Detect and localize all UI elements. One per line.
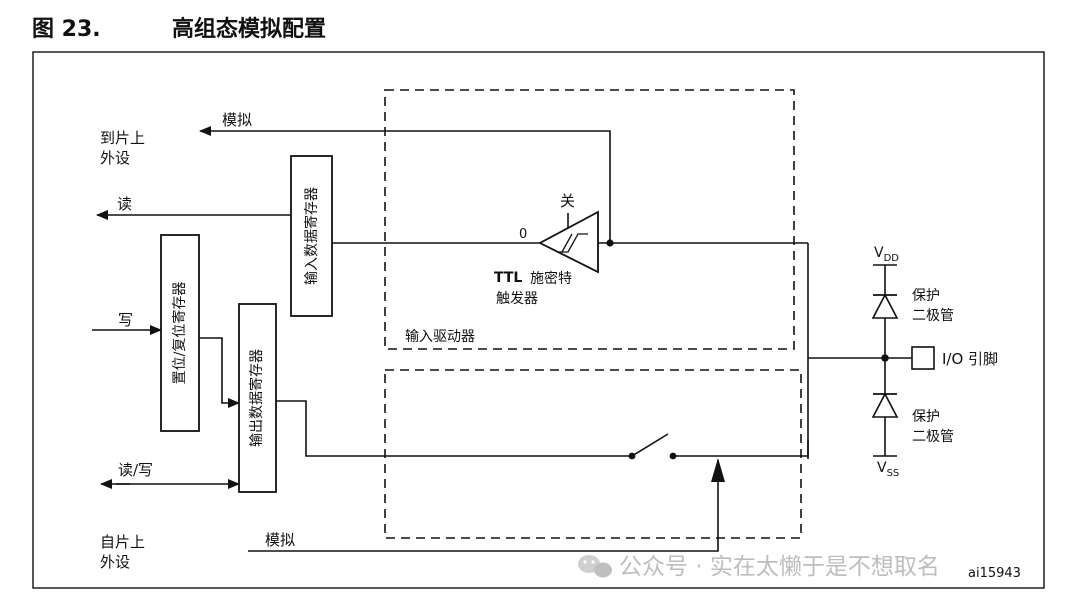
from-onchip-label-line1: 自片上 (100, 533, 145, 551)
protect-bottom-label-line2: 二极管 (912, 429, 954, 445)
hysteresis-icon (558, 233, 588, 253)
wechat-icon (578, 555, 612, 578)
ttl-label: TTL (494, 270, 522, 286)
figure-title: 高组态模拟配置 (172, 16, 326, 42)
schmitt-label-line1: 施密特 (530, 270, 572, 287)
pin-junction-dot (881, 354, 889, 362)
set-reset-register (160, 234, 200, 432)
read-label: 读 (117, 195, 132, 213)
vss-label: VSS (877, 460, 899, 479)
analog-junction-dot (606, 239, 614, 247)
schmitt-label-line2: 触发器 (496, 291, 538, 307)
protect-top-label-line2: 二极管 (912, 308, 954, 324)
output-data-register-label: 输出数据寄存器 (248, 349, 265, 447)
switch-to-pin-wire (673, 440, 809, 457)
analog-output-wire (199, 126, 611, 243)
io-pin (911, 346, 935, 370)
output-driver-region (384, 369, 802, 539)
protect-bottom-label-line1: 保护 (912, 409, 940, 425)
schmitt-trigger (538, 210, 599, 274)
input-data-register-label: 输入数据寄存器 (303, 187, 320, 285)
vdd-label: VDD (874, 245, 899, 264)
io-pin-label: I/O 引脚 (942, 350, 998, 368)
zero-label: 0 (519, 227, 527, 242)
figure-frame (32, 51, 1045, 589)
set-reset-to-output-wire (199, 337, 240, 408)
analog-top-label: 模拟 (222, 111, 252, 129)
protection-diode-bottom-icon (871, 392, 899, 418)
protection-diode-top-icon (871, 293, 899, 319)
from-onchip-label-line2: 外设 (100, 553, 130, 571)
watermark-text: 公众号 · 实在太懒于是不想取名 (619, 554, 940, 580)
output-switch (631, 433, 669, 457)
analog-bottom-label: 模拟 (265, 531, 295, 549)
figure-id: ai15943 (968, 566, 1021, 581)
output-register-wire (276, 400, 632, 457)
switch-control-arrow (711, 458, 725, 482)
write-label: 写 (118, 311, 133, 329)
off-label: 关 (560, 192, 575, 210)
analog-input-wire (248, 460, 719, 552)
set-reset-register-label: 置位/复位寄存器 (171, 282, 188, 385)
figure-number: 图 23. (32, 17, 101, 42)
protect-top-label-line1: 保护 (912, 288, 940, 304)
input-data-register (290, 155, 333, 317)
to-onchip-label-line2: 外设 (100, 149, 130, 167)
input-driver-label: 输入驱动器 (405, 329, 475, 345)
to-onchip-label-line1: 到片上 (100, 129, 145, 147)
input-driver-region (384, 89, 795, 350)
read-write-label: 读/写 (118, 461, 153, 479)
